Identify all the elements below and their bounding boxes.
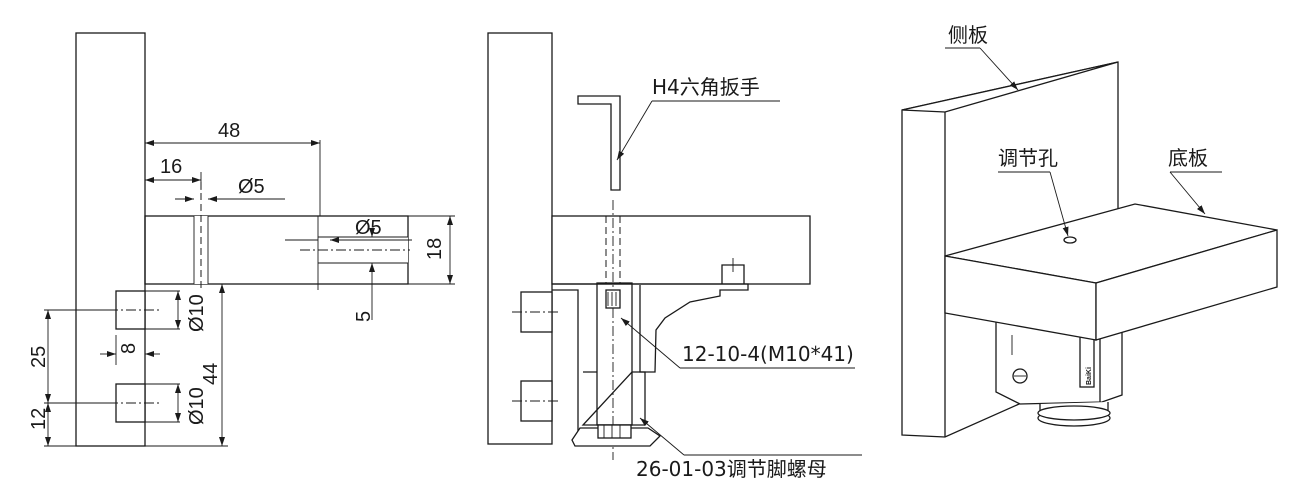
iso-view: BaiKi 侧板 调节孔 底板 [901, 23, 1278, 438]
dim-phi10-top: Ø10 [186, 294, 208, 332]
iso-bottom-panel [944, 203, 1278, 341]
adjust-hole-label: 调节孔 [998, 146, 1058, 170]
brand-mark: BaiKi [1086, 367, 1093, 385]
bottom-panel-label: 底板 [1168, 146, 1208, 170]
nut-label: 26-01-03调节脚螺母 [636, 457, 827, 481]
dim-phi5-top: Ø5 [238, 176, 265, 198]
dim-12: 12 [28, 408, 50, 430]
adjust-nut [571, 371, 662, 447]
wrench-label: H4六角扳手 [652, 75, 760, 99]
side-panel-outline [487, 32, 553, 445]
dim-16: 16 [160, 156, 182, 178]
bottom-panel-outline [551, 215, 811, 285]
side-panel-label: 侧板 [948, 23, 988, 47]
dim-48: 48 [218, 120, 240, 142]
hex-wrench [577, 95, 621, 191]
dim-phi5-right: Ø5 [355, 217, 382, 239]
dim-5: 5 [353, 311, 375, 322]
dim-44: 44 [200, 363, 222, 385]
dim-8: 8 [118, 343, 140, 354]
screw-label: 12-10-4(M10*41) [682, 342, 854, 366]
adjust-hole [1063, 236, 1077, 244]
assembly-view: H4六角扳手 12-10-4(M10*41) 26-01-03调节脚螺母 [487, 32, 862, 481]
section-view: 48 16 Ø5 Ø5 18 5 Ø10 Ø10 [28, 32, 455, 447]
threaded-screw [596, 282, 633, 426]
dim-18: 18 [424, 238, 446, 260]
dim-25: 25 [28, 346, 50, 368]
dim-phi10-bottom: Ø10 [186, 387, 208, 425]
